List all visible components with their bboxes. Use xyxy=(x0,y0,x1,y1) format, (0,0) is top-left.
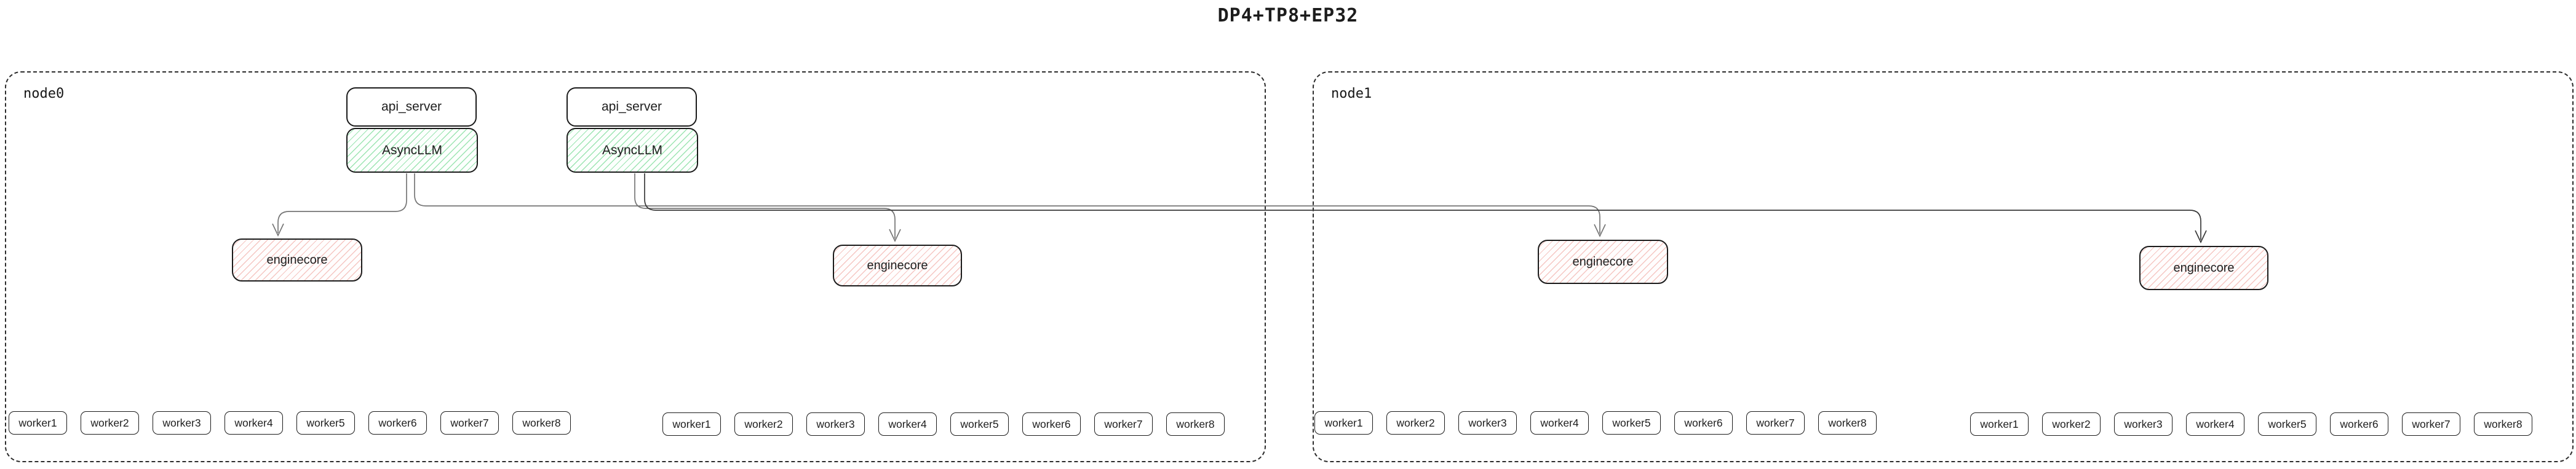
worker-label: worker8 xyxy=(1176,417,1215,430)
worker-box: worker5 xyxy=(950,412,1009,436)
worker-box: worker1 xyxy=(9,411,67,435)
edge-asyncllm1-enginecore1 xyxy=(634,173,896,238)
worker-box: worker3 xyxy=(806,412,865,436)
edge-asyncllm1-enginecore3 xyxy=(644,173,2201,240)
worker-label: worker6 xyxy=(378,416,417,429)
worker-box: worker8 xyxy=(1818,411,1877,435)
worker-box: worker2 xyxy=(1386,411,1445,435)
enginecore-box-0: enginecore xyxy=(232,238,362,282)
worker-label: worker7 xyxy=(450,416,489,429)
worker-box: worker5 xyxy=(296,411,355,435)
worker-box: worker4 xyxy=(1530,411,1589,435)
worker-box: worker6 xyxy=(368,411,427,435)
worker-box: worker7 xyxy=(1094,412,1153,436)
worker-label: worker7 xyxy=(1104,417,1143,430)
worker-label: worker4 xyxy=(888,417,927,430)
enginecore-box-3: enginecore xyxy=(2139,246,2268,290)
enginecore-label-2: enginecore xyxy=(1572,254,1634,269)
worker-box: worker7 xyxy=(1746,411,1805,435)
worker-label: worker5 xyxy=(306,416,345,429)
worker-box: worker8 xyxy=(1166,412,1225,436)
worker-label: worker2 xyxy=(2052,417,2091,430)
worker-label: worker1 xyxy=(1980,417,2019,430)
worker-box: worker8 xyxy=(2474,412,2532,436)
worker-box: worker2 xyxy=(81,411,139,435)
worker-label: worker7 xyxy=(1756,416,1795,429)
worker-label: worker8 xyxy=(522,416,561,429)
enginecore-label-3: enginecore xyxy=(2173,261,2235,275)
api-server-box-1: api_server xyxy=(566,87,697,127)
worker-box: worker4 xyxy=(225,411,283,435)
worker-box: worker2 xyxy=(734,412,793,436)
worker-label: worker8 xyxy=(2484,417,2522,430)
worker-label: worker6 xyxy=(1032,417,1071,430)
worker-label: worker5 xyxy=(1612,416,1651,429)
worker-box: worker6 xyxy=(1674,411,1733,435)
worker-box: worker1 xyxy=(1314,411,1373,435)
worker-label: worker3 xyxy=(1468,416,1507,429)
arrowhead-enginecore1 xyxy=(889,229,901,242)
worker-group-1: worker1 worker2 worker3 worker4 worker5 … xyxy=(662,412,1225,436)
worker-box: worker7 xyxy=(440,411,499,435)
worker-box: worker3 xyxy=(1458,411,1517,435)
enginecore-box-2: enginecore xyxy=(1538,240,1668,284)
arrowhead-enginecore0 xyxy=(272,223,284,237)
worker-label: worker1 xyxy=(18,416,57,429)
worker-group-2: worker1 worker2 worker3 worker4 worker5 … xyxy=(1314,411,1877,435)
asyncllm-label-0: AsyncLLM xyxy=(381,143,443,157)
worker-group-3: worker1 worker2 worker3 worker4 worker5 … xyxy=(1970,412,2532,436)
edge-asyncllm0-enginecore0 xyxy=(277,173,407,233)
worker-label: worker6 xyxy=(2340,417,2379,430)
worker-label: worker4 xyxy=(234,416,273,429)
worker-label: worker7 xyxy=(2412,417,2451,430)
enginecore-label-0: enginecore xyxy=(266,253,328,267)
enginecore-label-1: enginecore xyxy=(867,258,928,272)
edge-asyncllm0-enginecore2 xyxy=(414,173,1600,234)
worker-label: worker3 xyxy=(2124,417,2163,430)
worker-box: worker4 xyxy=(2186,412,2244,436)
worker-box: worker2 xyxy=(2042,412,2101,436)
worker-label: worker2 xyxy=(1396,416,1435,429)
worker-label: worker8 xyxy=(1828,416,1867,429)
api-server-box-0: api_server xyxy=(346,87,477,127)
node0-container: node0 xyxy=(5,71,1266,462)
worker-box: worker5 xyxy=(1602,411,1661,435)
enginecore-box-1: enginecore xyxy=(833,245,962,286)
worker-box: worker8 xyxy=(512,411,571,435)
worker-label: worker1 xyxy=(672,417,711,430)
worker-box: worker3 xyxy=(153,411,211,435)
worker-box: worker7 xyxy=(2402,412,2460,436)
diagram-title: DP4+TP8+EP32 xyxy=(1217,5,1359,26)
node1-container: node1 xyxy=(1313,71,2574,462)
asyncllm-box-0: AsyncLLM xyxy=(346,128,478,173)
worker-label: worker4 xyxy=(1540,416,1579,429)
worker-label: worker3 xyxy=(816,417,855,430)
worker-label: worker3 xyxy=(162,416,201,429)
worker-label: worker1 xyxy=(1324,416,1363,429)
worker-label: worker5 xyxy=(2268,417,2307,430)
worker-box: worker6 xyxy=(2330,412,2388,436)
worker-label: worker2 xyxy=(90,416,129,429)
worker-label: worker6 xyxy=(1684,416,1723,429)
worker-label: worker4 xyxy=(2196,417,2235,430)
asyncllm-box-1: AsyncLLM xyxy=(566,128,698,173)
worker-label: worker2 xyxy=(744,417,783,430)
worker-box: worker1 xyxy=(1970,412,2029,436)
arrowhead-enginecore3 xyxy=(2195,230,2207,243)
worker-label: worker5 xyxy=(960,417,999,430)
worker-box: worker3 xyxy=(2114,412,2173,436)
api-server-label-0: api_server xyxy=(381,100,442,114)
worker-box: worker4 xyxy=(878,412,937,436)
worker-box: worker5 xyxy=(2258,412,2316,436)
node1-label: node1 xyxy=(1331,86,1372,101)
worker-box: worker6 xyxy=(1022,412,1081,436)
worker-group-0: worker1 worker2 worker3 worker4 worker5 … xyxy=(9,411,571,435)
api-server-label-1: api_server xyxy=(601,100,662,114)
arrowhead-enginecore2 xyxy=(1594,224,1606,237)
asyncllm-label-1: AsyncLLM xyxy=(602,143,663,157)
worker-box: worker1 xyxy=(662,412,721,436)
node0-label: node0 xyxy=(23,86,65,101)
